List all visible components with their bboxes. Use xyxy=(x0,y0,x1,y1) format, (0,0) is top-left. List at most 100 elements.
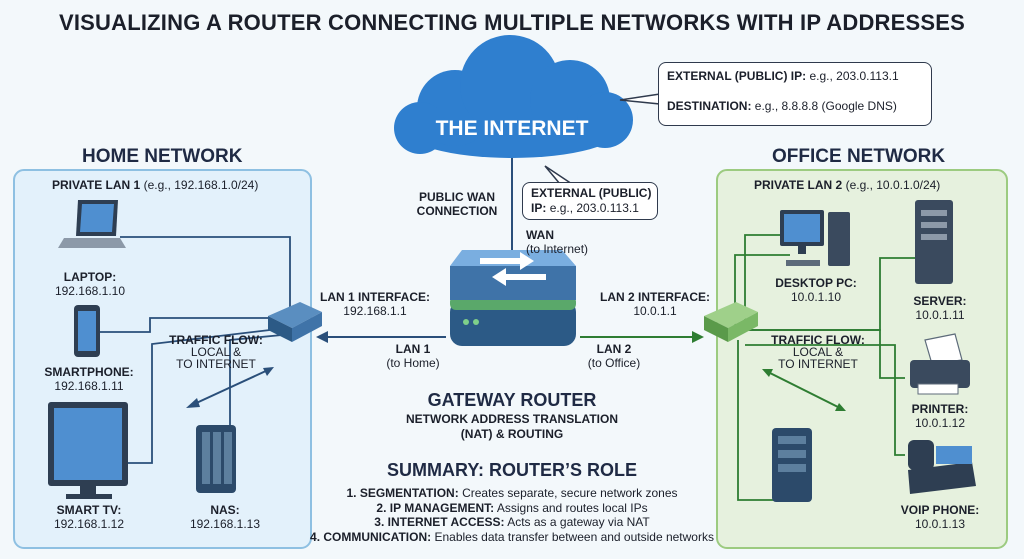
home-switch-shape xyxy=(268,302,322,342)
summary-title: SUMMARY: ROUTER’S ROLE xyxy=(387,460,637,480)
lan2-link-name: LAN 2 xyxy=(596,342,632,356)
office-network-title: OFFICE NETWORK xyxy=(772,146,946,167)
laptop-ip: 192.168.1.10 xyxy=(54,284,126,298)
office-traffic-arrow xyxy=(762,369,846,411)
wan-callout-line1: EXTERNAL (PUBLIC) xyxy=(531,186,652,200)
printer-label: PRINTER: 10.0.1.12 xyxy=(900,402,980,430)
summary-item-head: 4. COMMUNICATION: xyxy=(310,529,432,544)
lan2-link-sub: (to Office) xyxy=(587,356,641,370)
summary-item-text: Creates separate, secure network zones xyxy=(462,486,678,500)
office-traffic-2: LOCAL & xyxy=(792,345,844,359)
desktop-pc-label: DESKTOP PC: 10.0.1.10 xyxy=(764,276,868,304)
smart-tv-label: SMART TV: 192.168.1.12 xyxy=(34,503,144,531)
smartphone-label: SMARTPHONE: 192.168.1.11 xyxy=(34,365,144,393)
lan1-link-name: LAN 1 xyxy=(395,342,431,356)
summary-item-text: Assigns and routes local IPs xyxy=(496,500,648,515)
smartphone-ip: 192.168.1.11 xyxy=(54,379,124,393)
home-links xyxy=(100,236,291,464)
gateway-router-shape xyxy=(450,250,576,346)
office-traffic-label: TRAFFIC FLOW: LOCAL & TO INTERNET xyxy=(762,334,874,370)
lan1-interface-label: LAN 1 INTERFACE: 192.168.1.1 xyxy=(310,290,440,318)
destination-value: e.g., 8.8.8.8 (Google DNS) xyxy=(754,99,897,113)
server-name: SERVER: xyxy=(913,294,967,308)
smart-tv-ip: 192.168.1.12 xyxy=(53,517,125,531)
home-traffic-3: TO INTERNET xyxy=(176,357,256,371)
laptop-device xyxy=(58,200,126,248)
home-lan-value: (e.g., 192.168.1.0/24) xyxy=(143,178,259,192)
voip-phone-label: VOIP PHONE: 10.0.1.13 xyxy=(890,503,990,531)
summary-item-head: 1. SEGMENTATION: xyxy=(346,486,459,500)
home-lan-label: PRIVATE LAN 1 xyxy=(52,178,141,192)
destination-line: DESTINATION: e.g., 8.8.8.8 (Google DNS) xyxy=(667,99,897,113)
printer-device xyxy=(910,333,970,395)
smart-tv-device xyxy=(48,402,128,499)
server-ip: 10.0.1.11 xyxy=(915,308,965,322)
lan2-iface-name: LAN 2 INTERFACE: xyxy=(599,290,710,304)
internet-callout: EXTERNAL (PUBLIC) IP: e.g., 203.0.113.1 … xyxy=(658,62,932,126)
wan-callout-ip-label: IP: xyxy=(531,201,547,215)
voip-phone-device xyxy=(908,440,976,494)
voip-phone-name: VOIP PHONE: xyxy=(900,503,980,517)
nas-label: NAS: 192.168.1.13 xyxy=(170,503,280,531)
home-traffic-1: TRAFFIC FLOW: xyxy=(169,333,263,347)
printer-ip: 10.0.1.12 xyxy=(914,416,966,430)
desktop-pc-device xyxy=(780,210,850,266)
office-traffic-3: TO INTERNET xyxy=(778,357,858,371)
voip-phone-ip: 10.0.1.13 xyxy=(914,517,966,531)
laptop-name: LAPTOP: xyxy=(63,270,117,284)
lan2-link-label: LAN 2 (to Office) xyxy=(576,342,652,370)
external-ip-line: EXTERNAL (PUBLIC) IP: e.g., 203.0.113.1 xyxy=(667,69,899,83)
home-traffic-arrow xyxy=(186,367,274,408)
smart-tv-name: SMART TV: xyxy=(56,503,122,517)
office-nas-device xyxy=(772,428,812,502)
summary-item: 2. IP MANAGEMENT: Assigns and routes loc… xyxy=(306,501,718,516)
router-sub2: (NAT) & ROUTING xyxy=(460,427,564,441)
lan2-iface-ip: 10.0.1.1 xyxy=(633,304,677,318)
wan-label: WAN xyxy=(526,228,554,242)
office-switch-shape xyxy=(704,302,758,342)
internet-cloud-shape xyxy=(394,35,633,158)
office-lan-value: (e.g., 10.0.1.0/24) xyxy=(845,178,941,192)
smartphone-device xyxy=(74,305,100,357)
summary-item: 3. INTERNET ACCESS: Acts as a gateway vi… xyxy=(306,515,718,530)
wan-callout: EXTERNAL (PUBLIC) IP: e.g., 203.0.113.1 xyxy=(522,182,658,220)
router-sub1: NETWORK ADDRESS TRANSLATION xyxy=(406,412,618,426)
printer-name: PRINTER: xyxy=(911,402,969,416)
wan-label-block: WAN (to Internet) xyxy=(526,228,588,256)
office-router-arrowhead xyxy=(692,331,704,343)
external-ip-value: e.g., 203.0.113.1 xyxy=(809,69,899,83)
desktop-pc-ip: 10.0.1.10 xyxy=(790,290,842,304)
office-lan-label: PRIVATE LAN 2 xyxy=(754,178,843,192)
summary-item-text: Enables data transfer between and outsid… xyxy=(434,529,714,544)
wan-sub: (to Internet) xyxy=(526,242,589,256)
lan1-link-sub: (to Home) xyxy=(386,356,440,370)
public-wan-line2: CONNECTION xyxy=(416,204,498,218)
office-traffic-1: TRAFFIC FLOW: xyxy=(771,333,865,347)
server-label: SERVER: 10.0.1.11 xyxy=(900,294,980,322)
public-wan-line1: PUBLIC WAN xyxy=(419,190,495,204)
public-wan-label: PUBLIC WAN CONNECTION xyxy=(412,190,502,218)
summary-item-text: Acts as a gateway via NAT xyxy=(507,515,650,529)
summary-item: 1. SEGMENTATION: Creates separate, secur… xyxy=(306,486,718,501)
summary-item-head: 2. IP MANAGEMENT: xyxy=(376,500,495,515)
external-ip-label: EXTERNAL (PUBLIC) IP: xyxy=(667,69,807,83)
nas-name: NAS: xyxy=(210,503,240,517)
office-lan-heading: PRIVATE LAN 2 (e.g., 10.0.1.0/24) xyxy=(754,178,940,192)
lan1-iface-name: LAN 1 INTERFACE: xyxy=(319,290,430,304)
home-network-title: HOME NETWORK xyxy=(82,146,243,167)
lan2-interface-label: LAN 2 INTERFACE: 10.0.1.1 xyxy=(590,290,720,318)
lan1-link-label: LAN 1 (to Home) xyxy=(378,342,448,370)
page-title: VISUALIZING A ROUTER CONNECTING MULTIPLE… xyxy=(58,10,966,35)
server-device xyxy=(915,200,953,284)
router-subtitle: NETWORK ADDRESS TRANSLATION (NAT) & ROUT… xyxy=(372,412,652,442)
nas-ip: 192.168.1.13 xyxy=(189,517,261,531)
nas-device xyxy=(196,425,236,493)
wan-callout-ip-value: e.g., 203.0.113.1 xyxy=(549,201,639,215)
summary-item: 4. COMMUNICATION: Enables data transfer … xyxy=(306,530,718,545)
desktop-pc-name: DESKTOP PC: xyxy=(775,276,857,290)
laptop-label: LAPTOP: 192.168.1.10 xyxy=(40,270,140,298)
home-lan-heading: PRIVATE LAN 1 (e.g., 192.168.1.0/24) xyxy=(52,178,258,192)
home-traffic-label: TRAFFIC FLOW: LOCAL & TO INTERNET xyxy=(160,334,272,370)
router-title: GATEWAY ROUTER xyxy=(427,390,597,410)
